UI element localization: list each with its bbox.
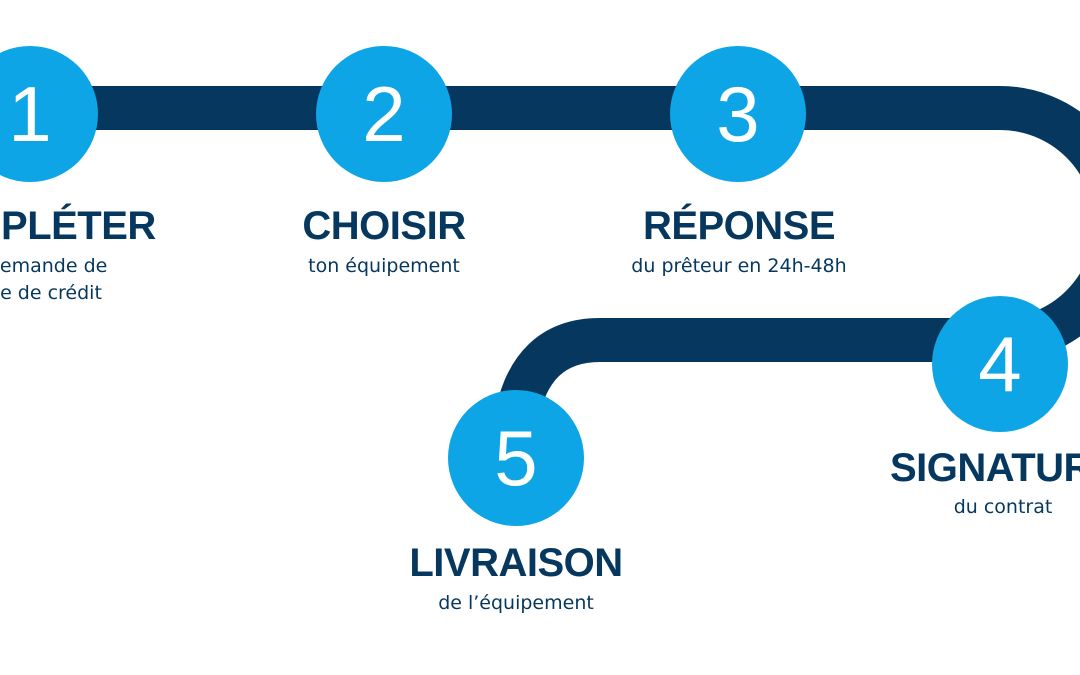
step-3-circle: 3 — [670, 46, 806, 182]
step-2-title: CHOISIR — [302, 204, 466, 248]
step-5-circle: 5 — [448, 390, 584, 526]
step-4-number: 4 — [978, 320, 1022, 408]
step-1-circle: 1 — [0, 46, 98, 182]
step-1-desc-line1: lemande de — [0, 255, 108, 277]
step-1-desc-line2: e de crédit — [0, 282, 102, 304]
step-4-desc: du contrat — [953, 496, 1053, 518]
step-4-title: SIGNATUR — [890, 446, 1080, 490]
step-5-title: LIVRAISON — [409, 541, 623, 585]
step-5-desc: de l’équipement — [438, 592, 594, 614]
step-3-number: 3 — [716, 70, 760, 158]
step-5-number: 5 — [494, 414, 538, 502]
step-2-desc: ton équipement — [308, 255, 460, 277]
step-1-number: 1 — [8, 70, 52, 158]
step-2-circle: 2 — [316, 46, 452, 182]
step-1-title: MPLÉTER — [0, 204, 156, 248]
step-3-title: RÉPONSE — [642, 204, 836, 248]
step-3-desc: du prêteur en 24h-48h — [631, 255, 847, 277]
step-2-number: 2 — [362, 70, 406, 158]
road-path — [0, 86, 1080, 425]
step-4-circle: 4 — [932, 296, 1068, 432]
